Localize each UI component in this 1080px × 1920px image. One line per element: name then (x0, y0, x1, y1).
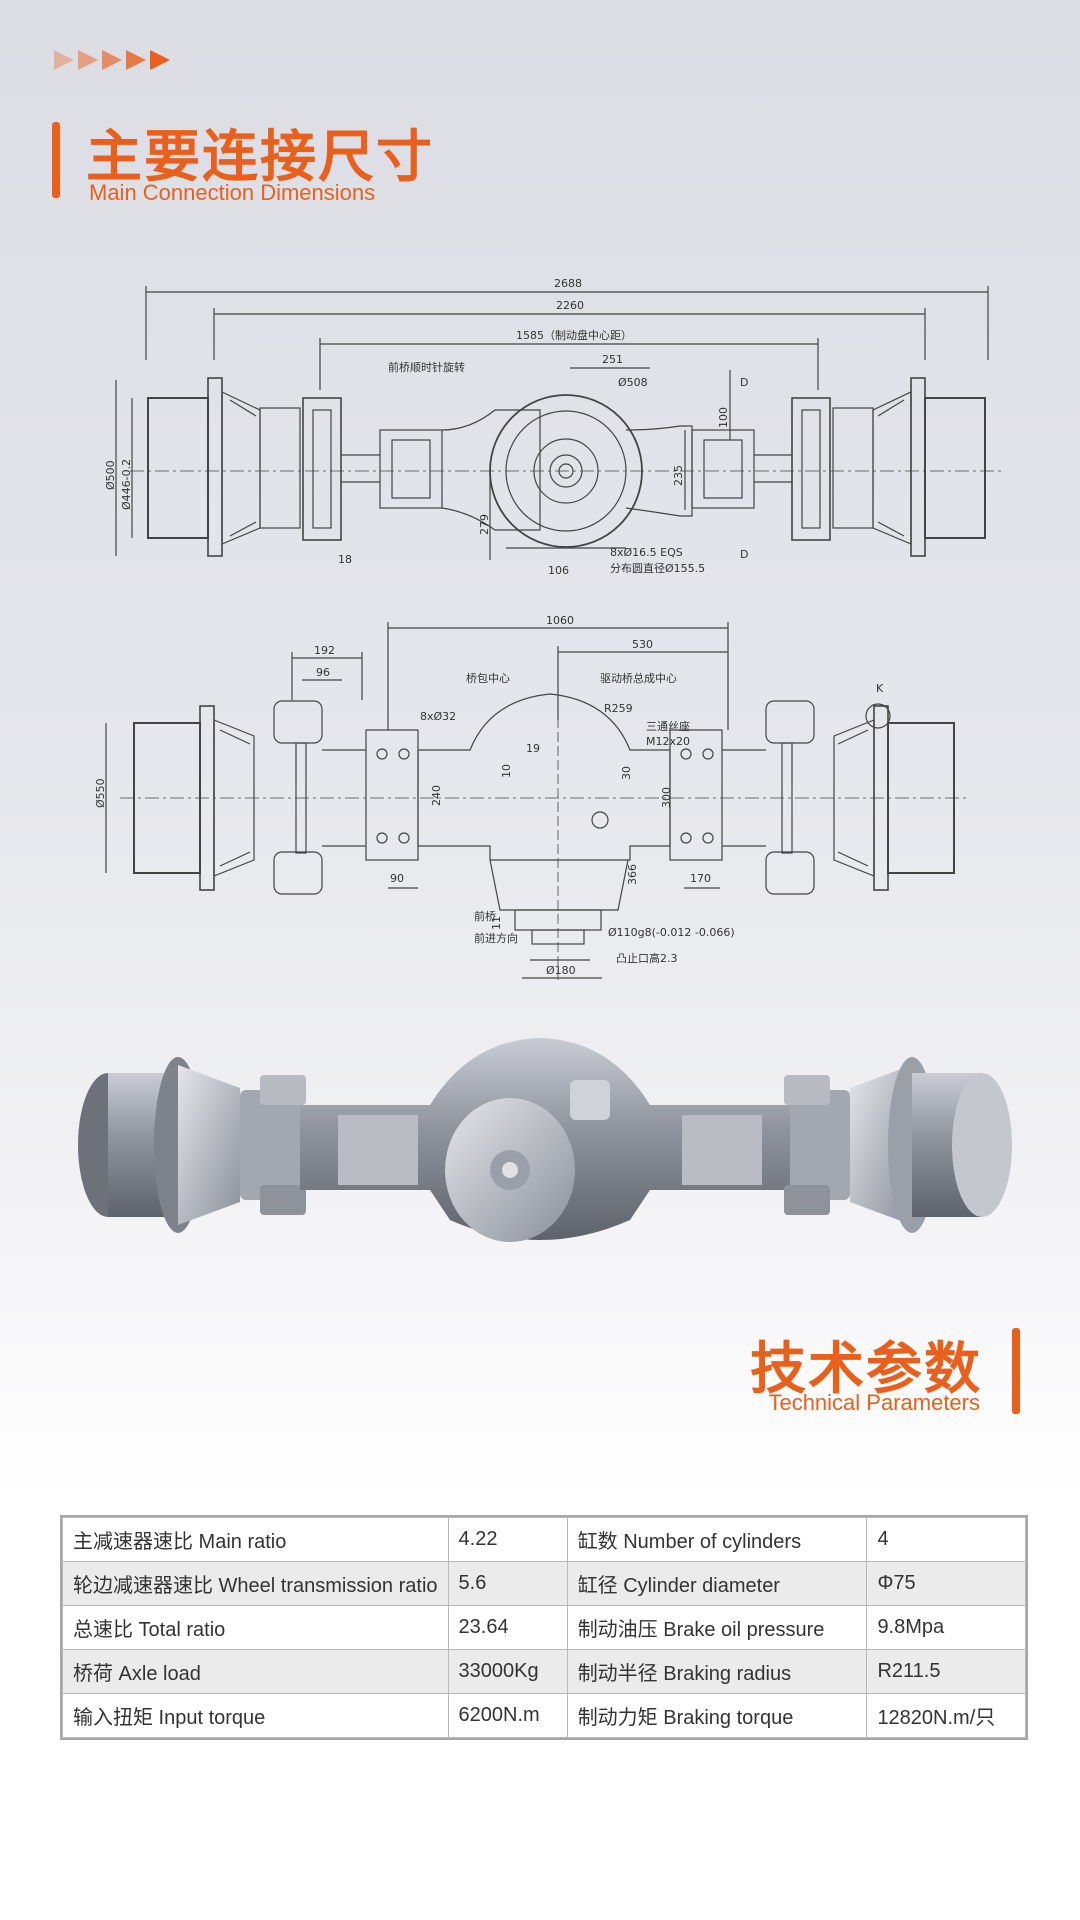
dimension-drawing: 2688 2260 1585（制动盘中心距） 251 Ø508 前桥顺时针旋转 … (94, 277, 1005, 980)
top-view-drawing: 2688 2260 1585（制动盘中心距） 251 Ø508 前桥顺时针旋转 … (104, 277, 1005, 577)
param-value: Φ75 (866, 1561, 1026, 1606)
svg-text:192: 192 (314, 644, 335, 657)
param-label: 缸径 Cylinder diameter (566, 1561, 868, 1606)
svg-text:分布圆直径Ø155.5: 分布圆直径Ø155.5 (610, 561, 705, 575)
param-value: 4.22 (447, 1517, 568, 1562)
arrow-icon (150, 50, 170, 70)
svg-text:2260: 2260 (556, 299, 584, 312)
decorative-arrows (54, 50, 170, 70)
svg-text:19: 19 (526, 742, 540, 755)
param-value: 9.8Mpa (866, 1605, 1026, 1650)
svg-text:8xØ16.5 EQS: 8xØ16.5 EQS (610, 546, 683, 559)
svg-text:Ø180: Ø180 (546, 964, 576, 977)
axle-product-image (78, 1038, 1012, 1242)
svg-text:D: D (740, 548, 748, 561)
param-label: 主减速器速比 Main ratio (62, 1517, 449, 1562)
param-label: 输入扭矩 Input torque (62, 1693, 449, 1738)
svg-text:96: 96 (316, 666, 330, 679)
svg-text:100: 100 (717, 407, 730, 428)
arrow-icon (102, 50, 122, 70)
svg-text:桥包中心: 桥包中心 (466, 672, 510, 685)
param-value: 5.6 (447, 1561, 568, 1606)
svg-text:Ø110g8(-0.012 -0.066): Ø110g8(-0.012 -0.066) (608, 926, 735, 939)
technical-parameters-table: 主减速器速比 Main ratio 4.22 缸数 Number of cyli… (60, 1515, 1028, 1740)
table-row: 输入扭矩 Input torque 6200N.m 制动力矩 Braking t… (62, 1693, 1026, 1738)
arrow-icon (54, 50, 74, 70)
svg-text:前桥顺时针旋转: 前桥顺时针旋转 (388, 360, 465, 374)
arrow-icon (126, 50, 146, 70)
section-title-zh: 技术参数 (750, 1337, 982, 1400)
svg-text:Ø446-0.2: Ø446-0.2 (120, 459, 133, 510)
svg-text:1585（制动盘中心距）: 1585（制动盘中心距） (516, 328, 632, 342)
section-title-en: Main Connection Dimensions (89, 180, 376, 205)
svg-text:279: 279 (478, 514, 491, 535)
svg-text:30: 30 (620, 766, 633, 780)
svg-text:170: 170 (690, 872, 711, 885)
svg-text:K: K (876, 682, 884, 695)
svg-text:凸止口高2.3: 凸止口高2.3 (616, 951, 678, 965)
param-label: 轮边减速器速比 Wheel transmission ratio (62, 1561, 449, 1606)
svg-text:1060: 1060 (546, 614, 574, 627)
svg-text:2688: 2688 (554, 277, 582, 290)
table-row: 轮边减速器速比 Wheel transmission ratio 5.6 缸径 … (62, 1561, 1026, 1606)
svg-text:11: 11 (490, 916, 503, 930)
param-value: R211.5 (866, 1649, 1026, 1694)
svg-text:530: 530 (632, 638, 653, 651)
table-row: 主减速器速比 Main ratio 4.22 缸数 Number of cyli… (62, 1517, 1026, 1562)
param-label: 缸数 Number of cylinders (566, 1517, 868, 1562)
svg-text:8xØ32: 8xØ32 (420, 710, 456, 723)
param-value: 4 (866, 1517, 1026, 1562)
svg-text:366: 366 (626, 864, 639, 885)
section-title-zh: 主要连接尺寸 (86, 125, 434, 188)
section-accent-bar (1012, 1328, 1020, 1414)
svg-text:三通丝座: 三通丝座 (646, 719, 690, 733)
svg-text:Ø508: Ø508 (618, 376, 648, 389)
svg-text:R259: R259 (604, 702, 633, 715)
svg-text:前桥: 前桥 (474, 909, 496, 923)
param-value: 6200N.m (447, 1693, 568, 1738)
svg-text:235: 235 (672, 465, 685, 486)
svg-text:Ø500: Ø500 (104, 460, 117, 490)
param-label: 制动力矩 Braking torque (566, 1693, 868, 1738)
bottom-view-drawing: 1060 530 192 96 桥包中心 驱动桥总成中心 8xØ32 R259 … (94, 614, 970, 980)
table-row: 桥荷 Axle load 33000Kg 制动半径 Braking radius… (62, 1649, 1026, 1694)
svg-text:M12x20: M12x20 (646, 735, 690, 748)
svg-text:18: 18 (338, 553, 352, 566)
param-value: 12820N.m/只 (866, 1693, 1026, 1738)
svg-text:300: 300 (660, 787, 673, 808)
param-value: 33000Kg (447, 1649, 568, 1694)
svg-text:前进方向: 前进方向 (474, 931, 518, 945)
svg-text:240: 240 (430, 785, 443, 806)
param-label: 总速比 Total ratio (62, 1605, 449, 1650)
svg-text:10: 10 (500, 764, 513, 778)
svg-text:D: D (740, 376, 748, 389)
section-accent-bar (52, 122, 60, 198)
arrow-icon (78, 50, 98, 70)
param-label: 制动半径 Braking radius (566, 1649, 868, 1694)
svg-text:驱动桥总成中心: 驱动桥总成中心 (600, 671, 677, 685)
svg-text:251: 251 (602, 353, 623, 366)
svg-text:90: 90 (390, 872, 404, 885)
section-title-en: Technical Parameters (768, 1390, 980, 1415)
param-value: 23.64 (447, 1605, 568, 1650)
svg-text:Ø550: Ø550 (94, 778, 107, 808)
param-label: 桥荷 Axle load (62, 1649, 449, 1694)
param-label: 制动油压 Brake oil pressure (566, 1605, 868, 1650)
table-row: 总速比 Total ratio 23.64 制动油压 Brake oil pre… (62, 1605, 1026, 1650)
svg-text:106: 106 (548, 564, 569, 577)
